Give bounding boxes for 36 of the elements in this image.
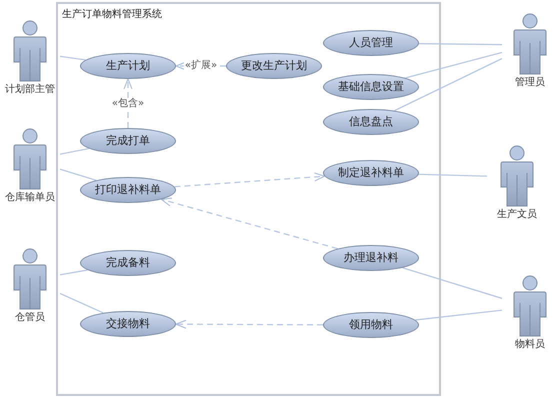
use-case-ellipse: 打印退补料单 [80, 177, 176, 203]
arrow [160, 198, 338, 250]
system-boundary [56, 2, 441, 396]
association-line [60, 56, 86, 61]
use-case-ellipse: 生产计划 [80, 53, 176, 79]
use-case-ellipse: 制定退补料单 [323, 160, 419, 186]
use-case-ellipse: 领用物料 [323, 312, 419, 338]
association-line [418, 43, 502, 46]
use-case-ellipse: 交接物料 [80, 311, 176, 337]
association-line [418, 174, 488, 177]
association-line [394, 58, 502, 112]
edge-label: «包含» [110, 98, 146, 108]
arrow [176, 320, 323, 329]
use-case-ellipse: 人员管理 [323, 30, 419, 56]
system-title: 生产订单物料管理系统 [62, 8, 162, 22]
association-line [415, 310, 502, 321]
use-case-ellipse: 信息盘点 [323, 109, 419, 135]
association-line [60, 168, 96, 181]
actor-name: 物料员 [515, 339, 545, 352]
association-line [60, 292, 104, 314]
arrow [174, 172, 326, 188]
actor-name: 生产文员 [497, 209, 537, 222]
use-case-ellipse: 完成打单 [80, 128, 176, 154]
actor-name: 计划部主管 [5, 84, 55, 96]
association-line [60, 148, 90, 155]
use-case-ellipse: 办理退补料 [323, 245, 419, 271]
use-case-ellipse: 完成备料 [80, 250, 176, 276]
edge-label: «扩展» [184, 61, 218, 71]
association-line [60, 269, 88, 276]
actor-name: 仓库输单员 [5, 192, 55, 204]
use-case-ellipse: 基础信息设置 [323, 74, 419, 100]
association-line [402, 267, 502, 299]
actor-name: 仓管员 [15, 312, 45, 324]
association-line [405, 52, 502, 78]
actor-name: 管理员 [515, 77, 545, 90]
use-case-ellipse: 更改生产计划 [226, 53, 322, 79]
